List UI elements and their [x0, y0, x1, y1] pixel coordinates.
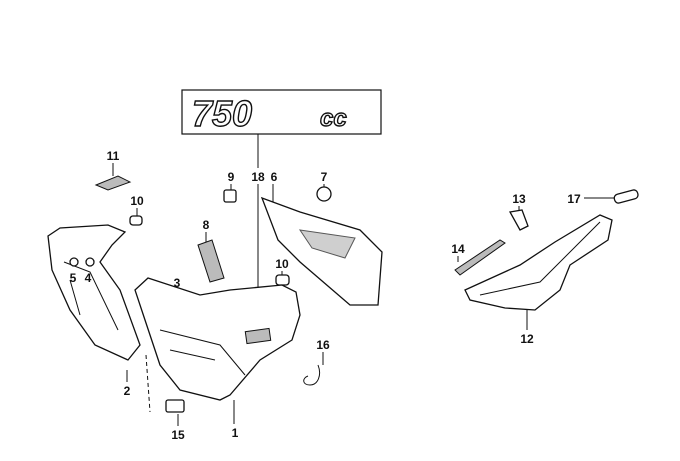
callout-11: 11 [107, 149, 120, 163]
callout-18: 18 [251, 170, 265, 184]
callout-3: 3 [174, 276, 181, 290]
callout-6: 6 [271, 170, 278, 184]
callout-10-second: 10 [275, 257, 289, 271]
part-2-side-cover [47, 224, 141, 361]
callout-7: 7 [321, 170, 328, 184]
callout-13: 13 [512, 192, 526, 206]
part-12-right-cover [464, 214, 613, 311]
part-10-grommet-2 [275, 274, 290, 286]
callout-16: 16 [316, 338, 330, 352]
callout-10: 10 [130, 194, 144, 208]
emblem-750cc: 750 cc [181, 89, 382, 135]
svg-text:750: 750 [192, 93, 252, 134]
callout-15: 15 [171, 428, 185, 442]
part-13-bracket [508, 209, 529, 231]
callout-12: 12 [520, 332, 534, 346]
part-4-washer [85, 257, 95, 267]
svg-text:cc: cc [320, 105, 347, 132]
callout-5: 5 [70, 271, 77, 285]
callout-17: 17 [567, 192, 581, 206]
part-11-decal [94, 175, 132, 191]
callout-9: 9 [228, 170, 235, 184]
part-5-washer [69, 257, 79, 267]
part-15-clip [165, 399, 185, 413]
part-9-clip [223, 189, 237, 203]
part-7-nut [316, 186, 332, 202]
callout-labels: 1 2 3 4 5 6 7 8 9 10 10 11 12 13 14 15 1… [70, 149, 581, 442]
part-10-grommet [129, 215, 143, 226]
part-8-mesh [197, 239, 225, 283]
callout-2: 2 [124, 384, 131, 398]
callout-4: 4 [85, 271, 92, 285]
part-14-strip [454, 239, 506, 276]
callout-8: 8 [203, 218, 210, 232]
part-1-lower-fairing [134, 277, 301, 401]
part-16-spring-clip [303, 364, 321, 386]
part-17-pin [613, 189, 639, 204]
callout-1: 1 [232, 426, 239, 440]
callout-14: 14 [451, 242, 465, 256]
